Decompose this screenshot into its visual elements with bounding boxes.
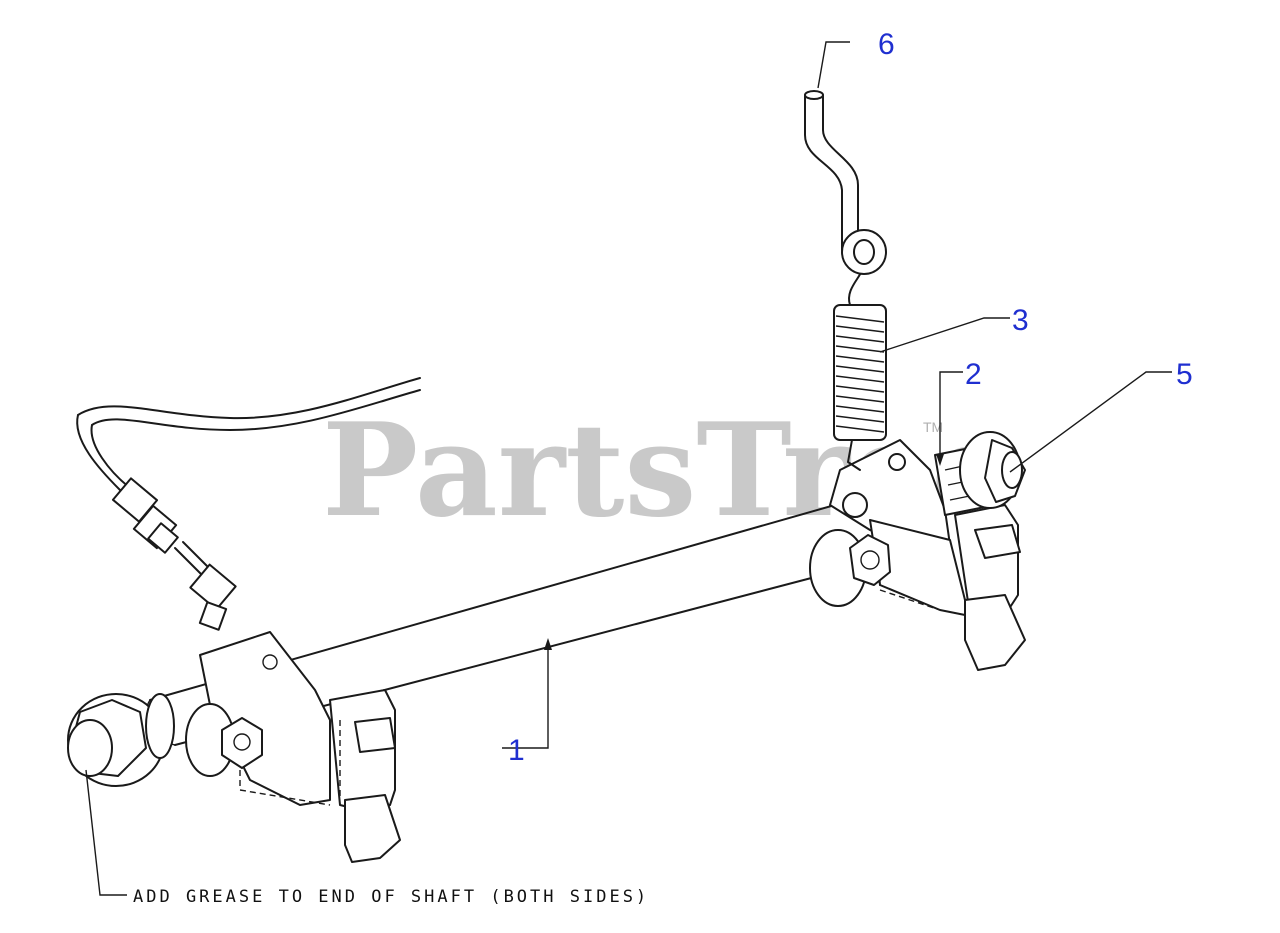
- left-bracket: [185, 631, 401, 863]
- cable-assembly: [76, 377, 421, 631]
- callout-1[interactable]: 1: [508, 734, 525, 767]
- callout-3[interactable]: 3: [1012, 304, 1029, 337]
- callout-2[interactable]: 2: [965, 358, 982, 391]
- left-hex-nut: [67, 693, 175, 787]
- callout-6[interactable]: 6: [878, 28, 895, 61]
- watermark-trademark: TM: [923, 419, 943, 435]
- grease-note: ADD GREASE TO END OF SHAFT (BOTH SIDES): [133, 887, 649, 907]
- extension-spring: [833, 269, 887, 471]
- leader-lines: [85, 41, 1172, 896]
- hook-rod: [804, 90, 887, 275]
- right-bushing-and-nut: [934, 431, 1026, 516]
- callout-5[interactable]: 5: [1176, 358, 1193, 391]
